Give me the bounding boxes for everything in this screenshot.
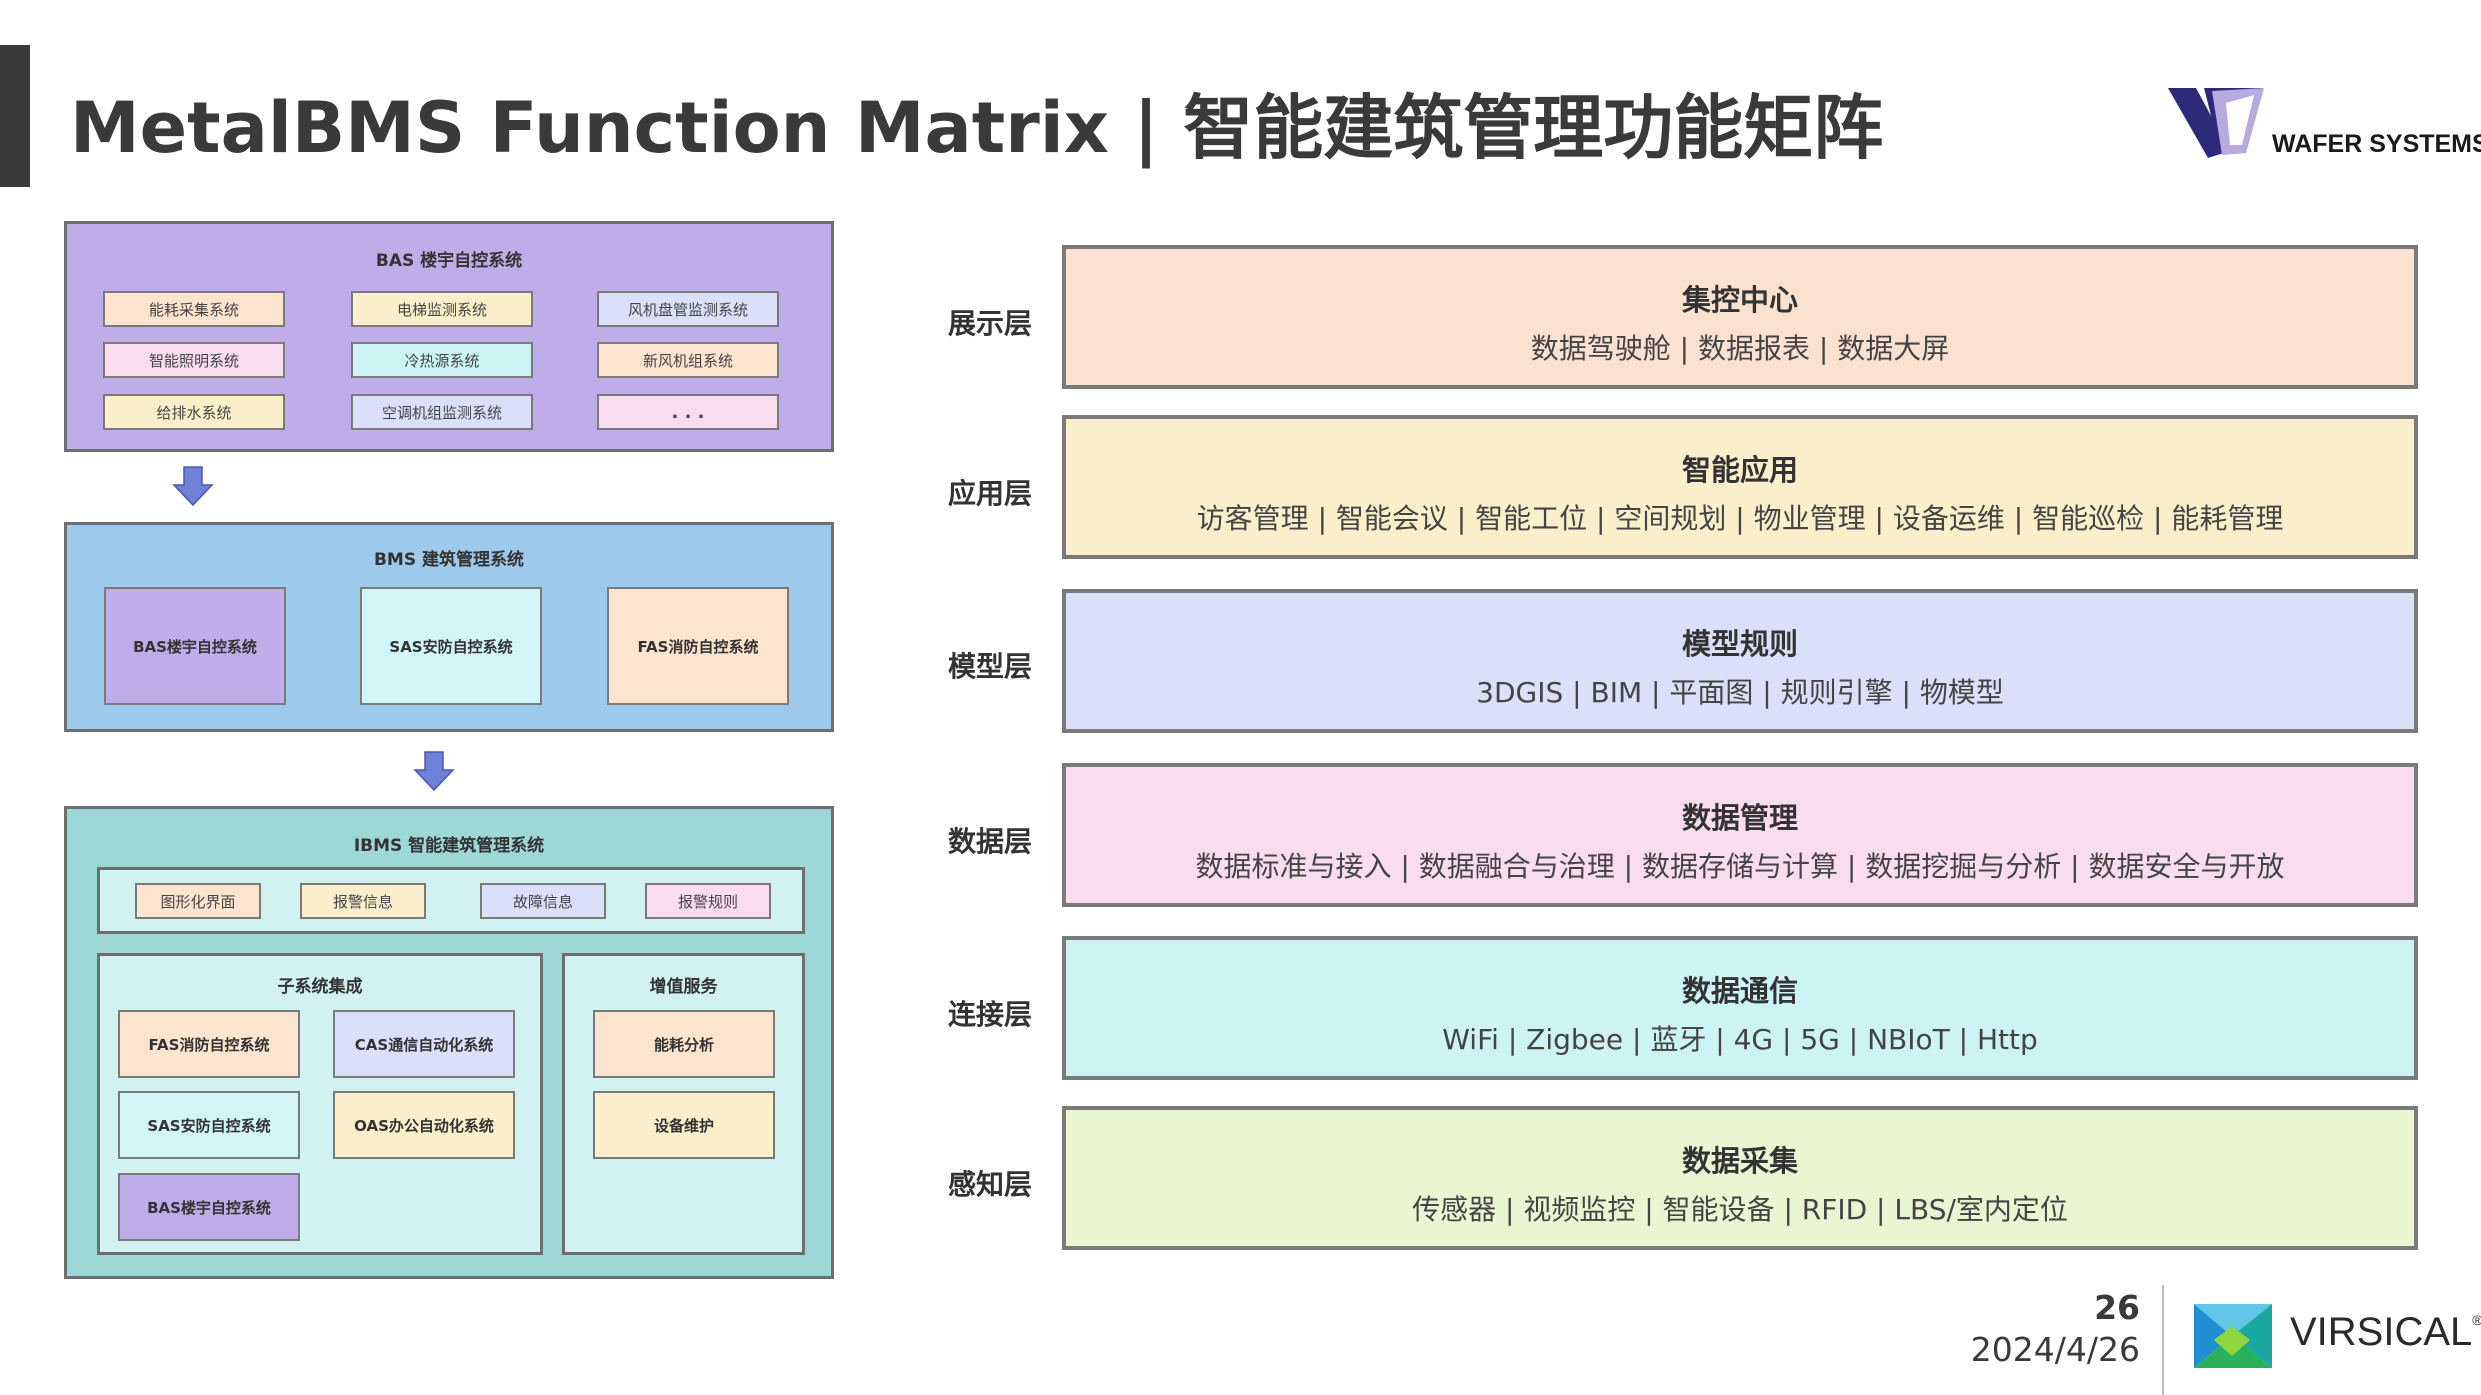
ibms-top-item: 图形化界面 xyxy=(135,883,261,919)
subsystem-item-oas: OAS办公自动化系统 xyxy=(333,1091,515,1159)
bas-panel-title: BAS 楼宇自控系统 xyxy=(375,251,523,271)
ibms-top-bar: 图形化界面 报警信息 故障信息 报警规则 xyxy=(97,867,805,934)
bas-item: 能耗采集系统 xyxy=(103,291,285,327)
bms-item-fas: FAS消防自控系统 xyxy=(607,587,789,705)
ibms-top-item: 故障信息 xyxy=(480,883,606,919)
page-date: 2024/4/26 xyxy=(1970,1330,2140,1369)
virsical-brand: VIRSICAL xyxy=(2290,1310,2473,1354)
bas-item: 电梯监测系统 xyxy=(351,291,533,327)
layer-title: 数据管理 xyxy=(1681,801,1798,835)
layer-box-application: 智能应用 访客管理 | 智能会议 | 智能工位 | 空间规划 | 物业管理 | … xyxy=(1062,415,2418,559)
layer-items: 数据标准与接入 | 数据融合与治理 | 数据存储与计算 | 数据挖掘与分析 | … xyxy=(1195,850,2285,883)
subsystem-item-cas: CAS通信自动化系统 xyxy=(333,1010,515,1078)
page-number: 26 xyxy=(2094,1288,2140,1327)
subsystem-item-sas: SAS安防自控系统 xyxy=(118,1091,300,1159)
arrow-down-icon xyxy=(413,751,455,792)
bas-item: 风机盘管监测系统 xyxy=(597,291,779,327)
value-added-item-energy: 能耗分析 xyxy=(593,1010,775,1078)
layer-title: 数据通信 xyxy=(1681,974,1798,1008)
layer-box-data: 数据管理 数据标准与接入 | 数据融合与治理 | 数据存储与计算 | 数据挖掘与… xyxy=(1062,763,2418,907)
bms-item-sas: SAS安防自控系统 xyxy=(360,587,542,705)
layer-box-model: 模型规则 3DGIS | BIM | 平面图 | 规则引擎 | 物模型 xyxy=(1062,589,2418,733)
virsical-logo-icon xyxy=(2194,1304,2272,1368)
bas-item-ellipsis: . . . xyxy=(597,394,779,430)
layer-label-connection: 连接层 xyxy=(947,998,1032,1031)
layer-box-perception: 数据采集 传感器 | 视频监控 | 智能设备 | RFID | LBS/室内定位 xyxy=(1062,1106,2418,1250)
wafer-systems-logo-icon xyxy=(2168,88,2264,158)
page-title: MetalBMS Function Matrix | 智能建筑管理功能矩阵 xyxy=(70,87,1884,169)
virsical-logo-text: VIRSICAL® xyxy=(2290,1310,2481,1355)
layer-label-presentation: 展示层 xyxy=(947,307,1032,340)
layer-title: 数据采集 xyxy=(1681,1144,1798,1178)
value-added-panel-title: 增值服务 xyxy=(649,977,718,997)
layer-items: 数据驾驶舱 | 数据报表 | 数据大屏 xyxy=(1530,332,1950,365)
layer-items: 3DGIS | BIM | 平面图 | 规则引擎 | 物模型 xyxy=(1476,676,2004,709)
arrow-down-icon xyxy=(172,466,214,507)
layer-title: 集控中心 xyxy=(1681,283,1798,317)
bms-panel-title: BMS 建筑管理系统 xyxy=(373,550,525,570)
bas-item: 智能照明系统 xyxy=(103,342,285,378)
ibms-panel: IBMS 智能建筑管理系统 图形化界面 报警信息 故障信息 报警规则 子系统集成… xyxy=(64,806,834,1279)
title-accent-bar xyxy=(0,45,30,187)
subsystem-panel-title: 子系统集成 xyxy=(277,977,363,997)
layer-box-presentation: 集控中心 数据驾驶舱 | 数据报表 | 数据大屏 xyxy=(1062,245,2418,389)
layer-title: 模型规则 xyxy=(1681,627,1798,661)
layer-label-data: 数据层 xyxy=(947,825,1032,858)
layer-title: 智能应用 xyxy=(1681,453,1798,487)
bms-panel: BMS 建筑管理系统 BAS楼宇自控系统 SAS安防自控系统 FAS消防自控系统 xyxy=(64,522,834,732)
footer-divider xyxy=(2162,1285,2164,1395)
layer-label-model: 模型层 xyxy=(947,650,1032,683)
wafer-systems-logo-text: WAFER SYSTEMS xyxy=(2272,130,2481,158)
bas-item: 新风机组系统 xyxy=(597,342,779,378)
virsical-registered-mark: ® xyxy=(2472,1312,2481,1328)
subsystem-item-bas: BAS楼宇自控系统 xyxy=(118,1173,300,1241)
layer-label-application: 应用层 xyxy=(947,477,1032,510)
bas-item: 给排水系统 xyxy=(103,394,285,430)
ibms-top-item: 报警规则 xyxy=(645,883,771,919)
value-added-panel: 增值服务 能耗分析 设备维护 xyxy=(562,953,805,1255)
bms-item-bas: BAS楼宇自控系统 xyxy=(104,587,286,705)
ibms-top-item: 报警信息 xyxy=(300,883,426,919)
ibms-panel-title: IBMS 智能建筑管理系统 xyxy=(353,836,545,856)
value-added-item-maintenance: 设备维护 xyxy=(593,1091,775,1159)
bas-item: 空调机组监测系统 xyxy=(351,394,533,430)
layer-label-perception: 感知层 xyxy=(947,1168,1032,1201)
layer-box-connection: 数据通信 WiFi | Zigbee | 蓝牙 | 4G | 5G | NBIo… xyxy=(1062,936,2418,1080)
bas-item: 冷热源系统 xyxy=(351,342,533,378)
layer-items: WiFi | Zigbee | 蓝牙 | 4G | 5G | NBIoT | H… xyxy=(1442,1023,2038,1056)
bas-panel: BAS 楼宇自控系统 能耗采集系统 电梯监测系统 风机盘管监测系统 智能照明系统… xyxy=(64,221,834,452)
subsystem-item-fas: FAS消防自控系统 xyxy=(118,1010,300,1078)
layer-items: 访客管理 | 智能会议 | 智能工位 | 空间规划 | 物业管理 | 设备运维 … xyxy=(1196,502,2284,535)
subsystem-panel: 子系统集成 FAS消防自控系统 CAS通信自动化系统 SAS安防自控系统 OAS… xyxy=(97,953,543,1255)
layer-items: 传感器 | 视频监控 | 智能设备 | RFID | LBS/室内定位 xyxy=(1412,1193,2068,1226)
